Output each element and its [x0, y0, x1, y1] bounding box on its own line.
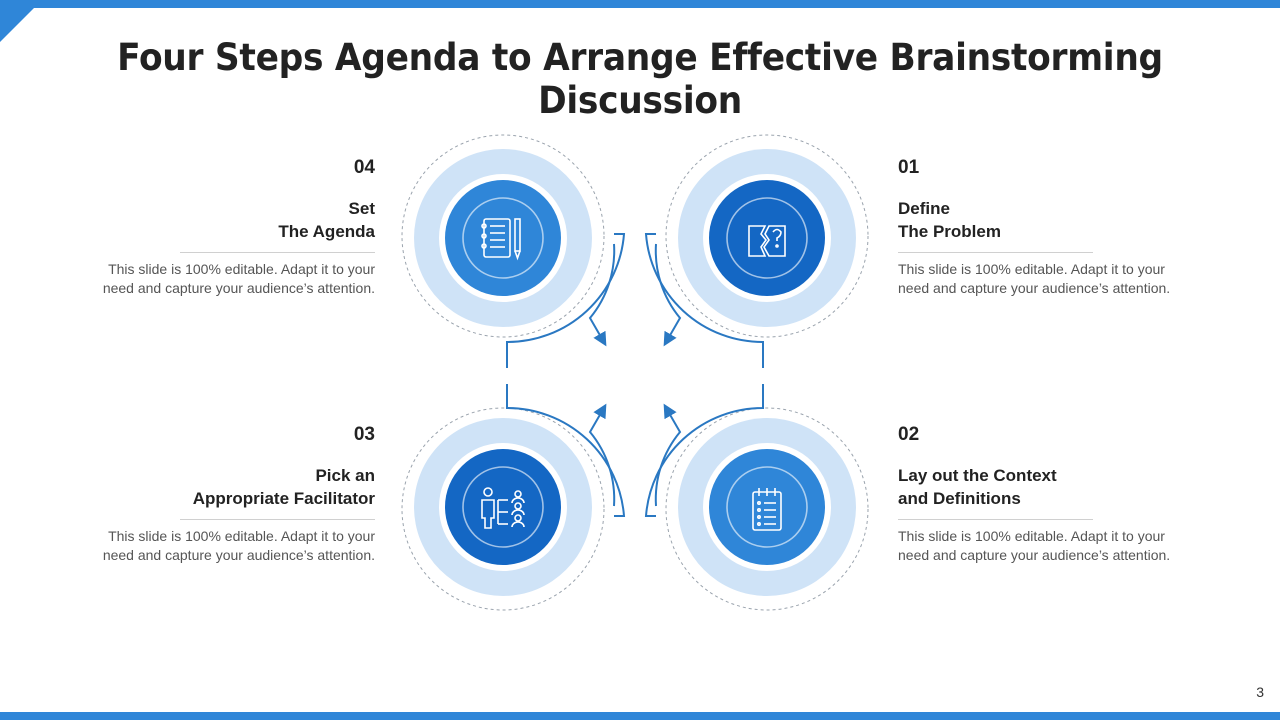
step-divider	[898, 252, 1093, 253]
step-heading-line2: The Problem	[898, 222, 1001, 241]
step-number: 03	[353, 424, 375, 445]
cycle-arrows	[506, 233, 764, 517]
step-divider	[180, 519, 375, 520]
notebook-pen-icon	[462, 197, 544, 279]
page-number: 3	[1256, 684, 1264, 700]
step-heading: Set The Agenda	[75, 197, 375, 243]
step-heading: Lay out the Context and Definitions	[898, 464, 1198, 510]
bottom-accent-bar	[0, 712, 1280, 720]
step-04-text: 04 Set The Agenda This slide is 100% edi…	[75, 157, 375, 298]
facilitator-people-icon	[462, 466, 544, 548]
step-heading: Define The Problem	[898, 197, 1198, 243]
step-description: This slide is 100% editable. Adapt it to…	[75, 260, 375, 298]
step-heading-line2: The Agenda	[278, 222, 375, 241]
corner-accent	[0, 0, 42, 42]
step-description-line2: need and capture your audience’s attenti…	[102, 280, 375, 296]
step-divider	[180, 252, 375, 253]
step-description: This slide is 100% editable. Adapt it to…	[75, 527, 375, 565]
step-number: 04	[353, 157, 375, 178]
arrow-bottom-left	[588, 403, 616, 507]
step-description-line1: This slide is 100% editable. Adapt it to…	[108, 528, 375, 544]
step-description-line2: need and capture your audience’s attenti…	[898, 280, 1171, 296]
arc-bottom-left	[506, 384, 626, 517]
step-number: 02	[898, 424, 920, 445]
step-description-line1: This slide is 100% editable. Adapt it to…	[108, 261, 375, 277]
step-heading-line1: Pick an	[315, 466, 375, 485]
step-02-text: 02 Lay out the Context and Definitions T…	[898, 424, 1198, 565]
circle-step-03	[401, 407, 605, 611]
step-description: This slide is 100% editable. Adapt it to…	[898, 527, 1198, 565]
step-heading-line1: Lay out the Context	[898, 466, 1057, 485]
step-description: This slide is 100% editable. Adapt it to…	[898, 260, 1198, 298]
step-03-text: 03 Pick an Appropriate Facilitator This …	[75, 424, 375, 565]
slide-title: Four Steps Agenda to Arrange Effective B…	[117, 36, 1163, 122]
step-description-line2: need and capture your audience’s attenti…	[898, 547, 1171, 563]
arrow-top-right	[654, 243, 682, 347]
puzzle-question-icon	[726, 197, 808, 279]
arrow-top-left	[588, 243, 616, 347]
checklist-notepad-icon	[726, 466, 808, 548]
arrow-bottom-right	[654, 403, 682, 507]
circle-step-02	[665, 407, 869, 611]
step-heading-line1: Define	[898, 199, 950, 218]
step-heading-line1: Set	[348, 199, 375, 218]
step-heading-line2: Appropriate Facilitator	[192, 489, 375, 508]
arc-top-left	[506, 233, 626, 368]
step-description-line1: This slide is 100% editable. Adapt it to…	[898, 261, 1165, 277]
step-heading: Pick an Appropriate Facilitator	[75, 464, 375, 510]
step-description-line1: This slide is 100% editable. Adapt it to…	[898, 528, 1165, 544]
step-description-line2: need and capture your audience’s attenti…	[102, 547, 375, 563]
step-heading-line2: and Definitions	[898, 489, 1021, 508]
step-divider	[898, 519, 1093, 520]
step-01-text: 01 Define The Problem This slide is 100%…	[898, 157, 1198, 298]
top-accent-bar	[0, 0, 1280, 8]
step-number: 01	[898, 157, 920, 178]
circle-step-04	[401, 134, 605, 338]
arc-top-right	[644, 233, 764, 368]
arc-bottom-right	[644, 384, 764, 517]
